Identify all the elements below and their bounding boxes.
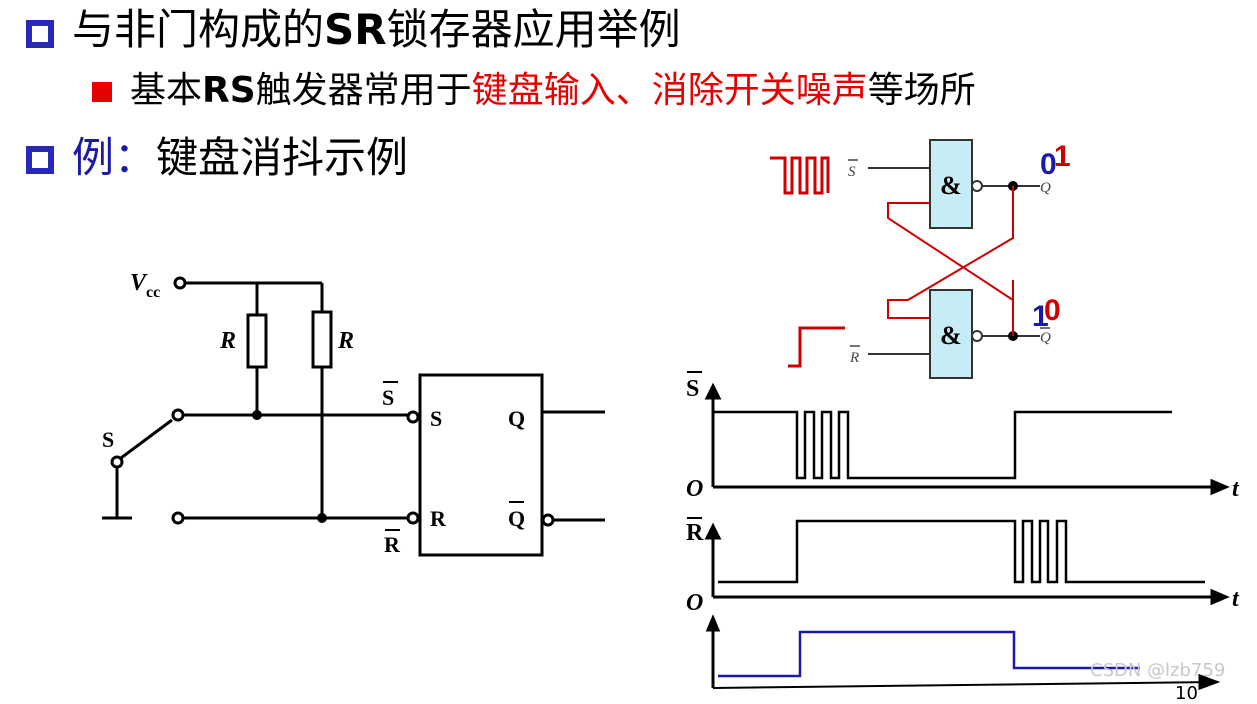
nand-gate-1	[929, 139, 973, 229]
q-state-old: 0	[1040, 148, 1057, 181]
vcc-terminal	[173, 276, 187, 290]
example-bullet-icon	[26, 146, 54, 174]
gate-output-qbar-label: Q	[1040, 330, 1051, 346]
s-noise-pulses	[770, 156, 830, 195]
timing-t-axis-2: t	[1232, 586, 1240, 612]
subtitle-bullet-icon	[92, 82, 112, 102]
subtitle-suffix: 等场所	[867, 70, 976, 111]
junction-dot-2	[317, 513, 327, 523]
example-label: 例：	[72, 133, 157, 182]
timing-s-bar-label: S	[686, 376, 699, 402]
r-bar-label: R	[384, 532, 401, 557]
gate1-symbol: &	[940, 171, 962, 200]
timing-origin-1: O	[686, 476, 703, 502]
timing-t-axis-1: t	[1232, 476, 1240, 502]
page-number: 10	[1175, 683, 1198, 704]
pin-r-label: R	[430, 506, 447, 531]
pin-qbar-label: Q	[508, 506, 525, 531]
gate-input-r-label: R	[849, 350, 859, 366]
switch-lever	[120, 418, 173, 460]
timing-r-bar-label: R	[686, 520, 704, 546]
example-text: 键盘消抖示例	[156, 133, 409, 182]
s-bar-label: S	[382, 385, 394, 410]
resistor-1	[246, 313, 268, 369]
gate2-symbol: &	[940, 321, 962, 350]
gate-output-q-label: Q	[1040, 180, 1051, 196]
timing-diagram	[704, 382, 1230, 691]
switch-label: S	[102, 427, 114, 452]
subtitle-prefix: 基本	[130, 70, 203, 111]
title-suffix: 锁存器应用举例	[386, 5, 681, 54]
q-output-waveform	[718, 630, 1140, 678]
title-bold: SR	[324, 5, 387, 54]
subtitle: 基本RS触发器常用于键盘输入、消除开关噪声等场所	[130, 68, 976, 114]
vcc-label: V	[130, 270, 148, 296]
pin-q-label: Q	[508, 406, 525, 431]
subtitle-bold: RS	[202, 70, 256, 111]
resistor-2-label: R	[337, 328, 354, 354]
subtitle-highlight: 键盘输入、消除开关噪声	[471, 70, 868, 111]
gate-input-s-label: S	[848, 164, 856, 180]
s-input-bubble	[406, 410, 420, 424]
resistor-2	[311, 310, 333, 369]
debounce-circuit	[102, 276, 605, 557]
pin-s-label: S	[430, 406, 442, 431]
q-state-new: 1	[1054, 140, 1071, 173]
qbar-state-old: 1	[1032, 300, 1049, 333]
switch-contact-top	[171, 408, 185, 422]
vcc-subscript: cc	[146, 284, 160, 301]
switch-pivot	[110, 455, 124, 469]
gate2-output-bubble	[971, 330, 983, 342]
s-bar-waveform	[713, 410, 1172, 480]
gate1-output-bubble	[971, 180, 983, 192]
r-bar-waveform	[718, 519, 1205, 584]
page-title: 与非门构成的SR锁存器应用举例	[72, 4, 681, 56]
resistor-1-label: R	[219, 328, 236, 354]
title-bullet-icon	[26, 20, 54, 48]
title-prefix: 与非门构成的	[72, 5, 325, 54]
qbar-state-new: 0	[1044, 294, 1061, 327]
switch-contact-bottom	[171, 511, 185, 525]
example-heading: 例：键盘消抖示例	[72, 132, 408, 184]
subtitle-mid: 触发器常用于	[255, 70, 472, 111]
watermark: CSDN @lzb759	[1090, 660, 1226, 681]
r-step-input	[788, 326, 845, 368]
r-input-bubble	[406, 511, 420, 525]
qbar-output-bubble	[541, 513, 555, 527]
feedback-wire-qbar	[887, 202, 1014, 336]
rs-flipflop-box	[418, 373, 544, 557]
timing-origin-2: O	[686, 590, 703, 616]
junction-dot-1	[252, 410, 262, 420]
nand-latch	[770, 139, 1040, 379]
nand-gate-2	[929, 289, 973, 379]
feedback-wire-q	[887, 186, 1014, 319]
